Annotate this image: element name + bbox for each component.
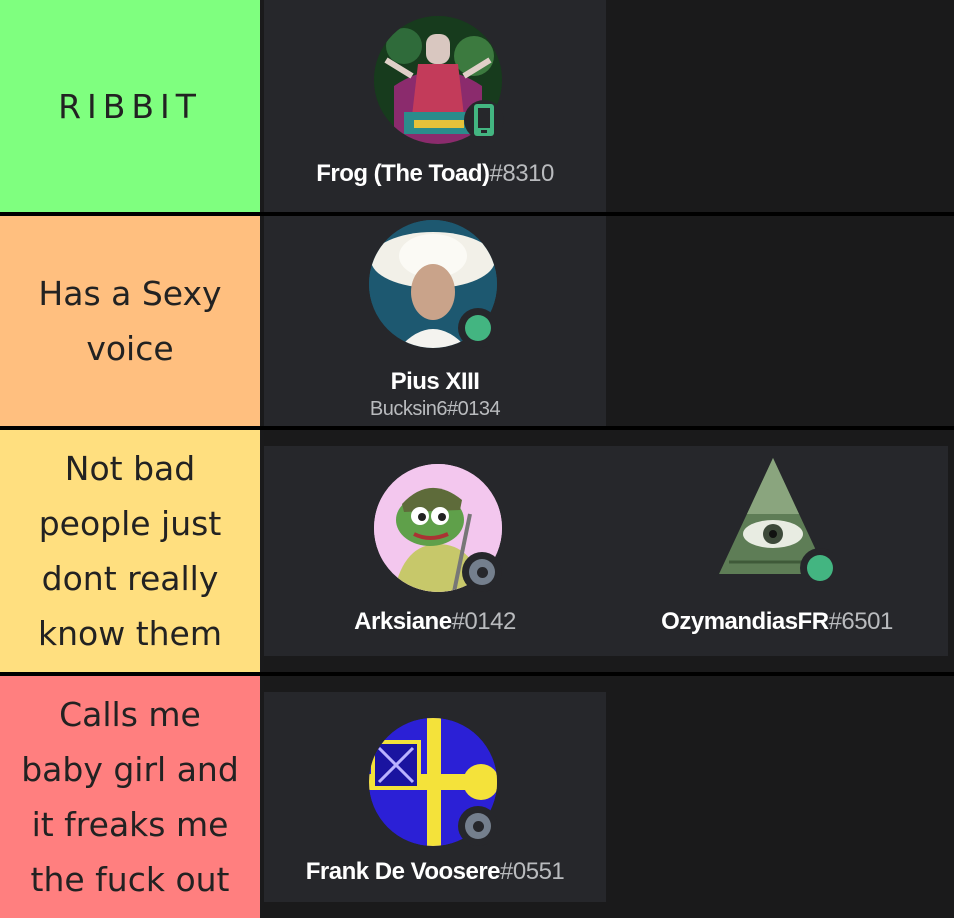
tier-items: Frank De Voosere#0551 (264, 676, 954, 918)
tier-label: Calls me baby girl and it freaks me the … (0, 676, 260, 918)
user-card[interactable]: Frank De Voosere#0551 (264, 692, 606, 902)
pepe-frog-soldier-avatar[interactable] (374, 464, 502, 592)
user-card[interactable]: Frog (The Toad)#8310 (264, 0, 606, 212)
tier-row-baby-girl: Calls me baby girl and it freaks me the … (0, 676, 954, 918)
tier-row-sexy-voice: Has a Sexy voice Pius XIII Bucksin6#0134 (0, 216, 954, 426)
username: Frog (The Toad)#8310 (316, 160, 554, 187)
display-name: Pius XIII (390, 368, 480, 395)
tier-label: RIBBIT (0, 0, 260, 212)
user-card[interactable]: Arksiane#0142 OzymandiasFR#6501 (264, 446, 948, 656)
username: Frank De Voosere#0551 (305, 858, 565, 885)
tier-items: Arksiane#0142 OzymandiasFR#6501 (264, 430, 954, 672)
tier-items: Pius XIII Bucksin6#0134 (264, 216, 954, 426)
tier-label: Has a Sexy voice (0, 216, 260, 426)
online-status-icon (458, 308, 498, 348)
offline-status-icon (462, 552, 502, 592)
username-tag: Bucksin6#0134 (369, 398, 501, 420)
tier-items: Frog (The Toad)#8310 (264, 0, 954, 212)
tier-label: Not bad people just dont really know the… (0, 430, 260, 672)
username: Arksiane#0142 (354, 608, 516, 635)
username: OzymandiasFR#6501 (661, 608, 893, 635)
offline-status-icon (458, 806, 498, 846)
tier-row-not-bad: Not bad people just dont really know the… (0, 430, 954, 672)
online-status-icon (800, 548, 840, 588)
mobile-status-icon (464, 100, 504, 140)
user-card[interactable]: Pius XIII Bucksin6#0134 (264, 216, 606, 426)
colorful-figure-avatar[interactable] (374, 16, 502, 144)
tier-row-ribbit: RIBBIT Frog (The Toa (0, 0, 954, 212)
